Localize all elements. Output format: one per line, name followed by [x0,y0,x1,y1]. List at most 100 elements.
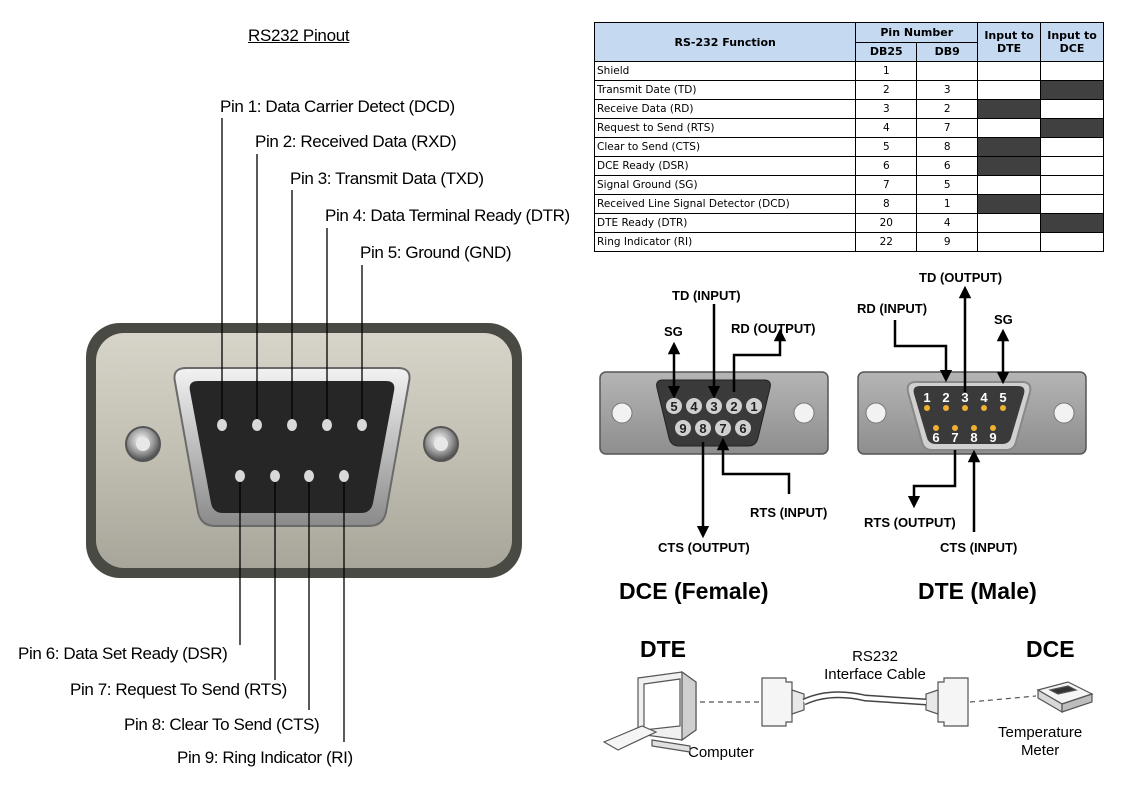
cell-input-dte [977,175,1042,195]
dte-pin-1: 1 [923,390,930,405]
cell-db9: 2 [916,99,979,119]
cell-input-dce [1040,137,1104,157]
dte-pin-2: 2 [942,390,949,405]
pin-4 [322,419,332,431]
right-plug-icon [937,677,969,727]
cell-function: DTE Ready (DTR) [593,213,857,233]
cell-input-dte [977,118,1042,138]
col-pin-number-header: Pin Number [855,22,979,43]
cable-label-line2: Interface Cable [824,666,926,683]
cell-db25: 3 [855,99,918,119]
cell-function: Receive Data (RD) [593,99,857,119]
rs232-function-table: RS-232 Function Pin Number Input to DTE … [593,22,1104,252]
cell-db9 [916,61,979,81]
pinout-title: RS232 Pinout [248,26,350,45]
dte-td-label: TD (OUTPUT) [919,270,1003,285]
computer-label: Computer [688,744,754,761]
cell-function: Ring Indicator (RI) [593,232,857,252]
cell-input-dce [1040,232,1104,252]
cell-db25: 22 [855,232,918,252]
dce-sg-label: SG [664,324,683,339]
pin-4-label: Pin 4: Data Terminal Ready (DTR) [325,206,570,225]
cell-function: Transmit Date (TD) [593,80,857,100]
keyboard-icon [602,725,658,751]
cell-input-dce [1040,99,1104,119]
cell-function: Signal Ground (SG) [593,175,857,195]
cell-db9: 9 [916,232,979,252]
cell-input-dte [977,80,1042,100]
cell-db25: 2 [855,80,918,100]
link-dte-label: DTE [640,636,686,662]
pin-9-label: Pin 9: Ring Indicator (RI) [177,748,353,767]
cell-function: Shield [593,61,857,81]
cell-input-dte [977,61,1042,81]
cell-db9: 6 [916,156,979,176]
cell-input-dce [1040,118,1104,138]
cell-db25: 20 [855,213,918,233]
dce-pin-7: 7 [719,421,726,436]
dte-cts-label: CTS (INPUT) [940,540,1018,555]
col-input-dte-header: Input to DTE [977,22,1042,62]
cell-input-dte [977,137,1042,157]
cell-function: Clear to Send (CTS) [593,137,857,157]
dce-caption: DCE (Female) [619,578,769,604]
pin-8-label: Pin 8: Clear To Send (CTS) [124,715,320,734]
dce-pin-8: 8 [699,421,706,436]
dce-female-diagram: 5 4 3 2 1 9 8 7 6 [599,304,829,539]
cell-db25: 7 [855,175,918,195]
dte-pin-8: 8 [970,430,977,445]
dce-pin-3: 3 [710,399,717,414]
dce-pin-1: 1 [750,399,757,414]
dce-td-label: TD (INPUT) [672,288,741,303]
cell-input-dte [977,213,1042,233]
cell-db25: 8 [855,194,918,214]
pin-3 [287,419,297,431]
dte-rts-label: RTS (OUTPUT) [864,515,956,530]
cell-db9: 5 [916,175,979,195]
pin-2 [252,419,262,431]
dte-male-diagram: 1 2 3 4 5 6 7 8 9 [857,285,1087,532]
meter-label-line1: Temperature [998,724,1083,741]
pin-5 [357,419,367,431]
cell-input-dce [1040,175,1104,195]
cell-db9: 4 [916,213,979,233]
pin-1-label: Pin 1: Data Carrier Detect (DCD) [220,97,455,116]
cell-input-dce [1040,80,1104,100]
cell-db9: 3 [916,80,979,100]
left-plug-icon [761,677,793,727]
pin-9 [339,470,349,482]
dce-pin-6: 6 [739,421,746,436]
cell-db25: 5 [855,137,918,157]
cell-function: Request to Send (RTS) [593,118,857,138]
pin-7-label: Pin 7: Request To Send (RTS) [70,680,287,699]
pin-1 [217,419,227,431]
cable-label-line1: RS232 [852,648,898,665]
pin-6 [235,470,245,482]
cell-function: Received Line Signal Detector (DCD) [593,194,857,214]
pin-3-label: Pin 3: Transmit Data (TXD) [290,169,484,188]
meter-label: Temperature Meter [998,724,1082,760]
dce-rd-label: RD (OUTPUT) [731,321,816,336]
pin-8 [304,470,314,482]
cell-input-dce [1040,213,1104,233]
dte-pin-3: 3 [961,390,968,405]
dce-pin-5: 5 [670,399,677,414]
meter-label-line2: Meter [1020,742,1060,759]
pin-7 [270,470,280,482]
cell-db25: 1 [855,61,918,81]
link-dce-label: DCE [1026,636,1075,662]
cell-db25: 6 [855,156,918,176]
dte-pin-9: 9 [989,430,996,445]
cell-input-dce [1040,156,1104,176]
dce-pin-4: 4 [690,399,698,414]
cell-input-dte [977,99,1042,119]
dce-cts-label: CTS (OUTPUT) [658,540,750,555]
cell-input-dce [1040,194,1104,214]
